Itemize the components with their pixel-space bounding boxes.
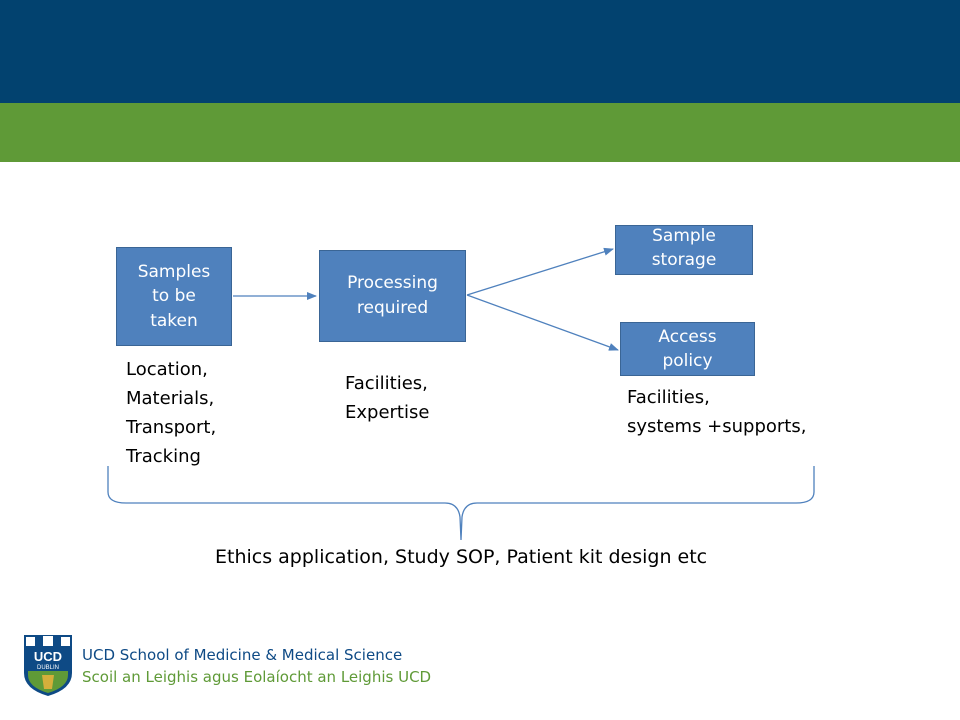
arrow-processing-to-access bbox=[466, 294, 619, 351]
samples-requirements-note: Location, Materials, Transport, Tracking bbox=[126, 359, 217, 467]
header-band-green bbox=[0, 103, 960, 162]
logo-text-ucd: UCD bbox=[34, 649, 62, 664]
samples-to-be-taken-box: Samples to be taken bbox=[116, 247, 232, 346]
summary-text: Ethics application, Study SOP, Patient k… bbox=[215, 546, 708, 568]
school-name-irish: Scoil an Leighis agus Eolaíocht an Leigh… bbox=[82, 668, 432, 686]
sample-storage-box: Sample storage bbox=[615, 225, 753, 275]
ucd-crest-icon: UCD DUBLIN bbox=[24, 635, 72, 696]
storage-requirements-note: Facilities, systems +supports, bbox=[627, 387, 807, 437]
logo-text-dublin: DUBLIN bbox=[37, 665, 59, 671]
processing-requirements-note: Facilities, Expertise bbox=[345, 373, 430, 423]
arrow-processing-to-storage bbox=[466, 247, 614, 296]
grouping-brace bbox=[107, 466, 815, 541]
school-name-english: UCD School of Medicine & Medical Science bbox=[82, 646, 403, 664]
header-band-blue bbox=[0, 0, 960, 103]
access-policy-box: Access policy bbox=[620, 322, 755, 376]
processing-required-box: Processing required bbox=[319, 250, 466, 342]
